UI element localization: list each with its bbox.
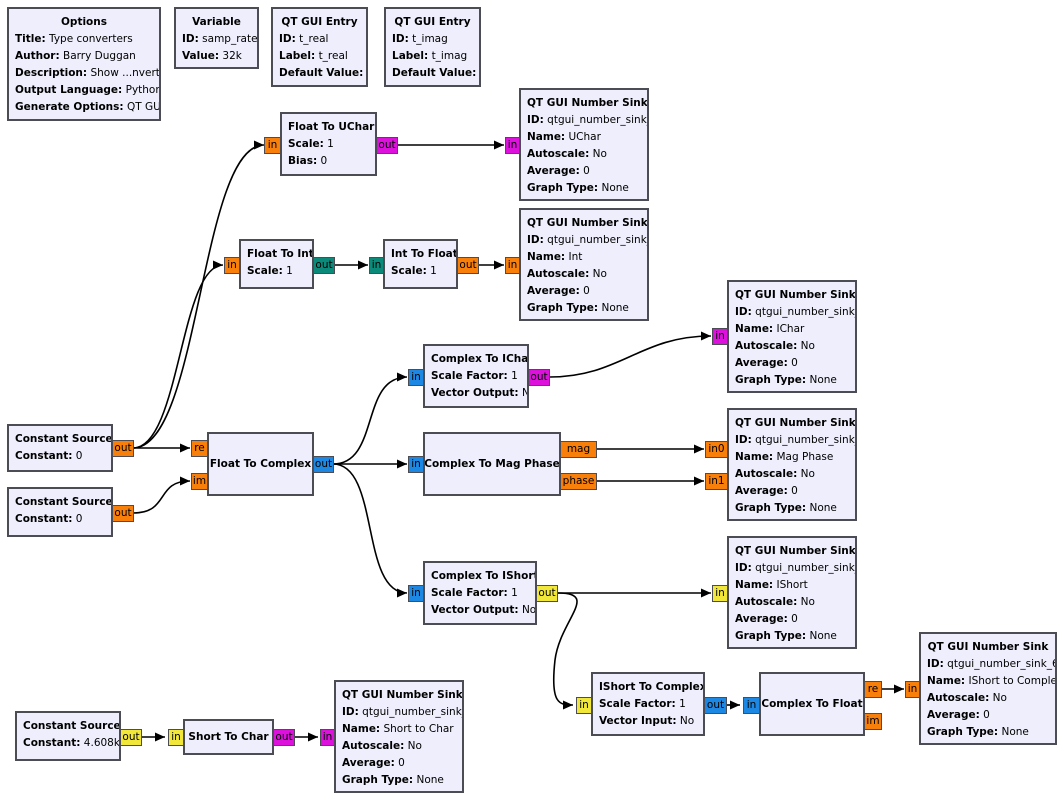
sink-5-in-port[interactable]: in — [320, 729, 335, 746]
block-title: Float To Complex — [209, 457, 312, 470]
block-title: QT GUI Number Sink — [527, 97, 648, 109]
complex-to-ishort-out-port[interactable]: out — [536, 585, 558, 602]
complex-to-ishort-in-port[interactable]: in — [408, 585, 424, 602]
wire-ichar-to-sink0[interactable] — [549, 331, 712, 378]
int-to-float-in-port[interactable]: in — [369, 257, 384, 274]
variable-block[interactable]: Variable ID: samp_rate Value: 32k — [174, 7, 259, 69]
float-to-complex-re-port[interactable]: re — [191, 440, 208, 457]
qt-gui-number-sink-0-block[interactable]: QT GUI Number Sink ID: qtgui_number_sink… — [727, 280, 857, 393]
qt-gui-number-sink-3-block[interactable]: QT GUI Number Sink ID: qtgui_number_sink… — [519, 88, 649, 201]
block-title: Float To UChar — [288, 121, 375, 133]
float-to-int-in-port[interactable]: in — [224, 257, 240, 274]
sink-6-in-port[interactable]: in — [905, 681, 920, 698]
sink-3-in-port[interactable]: in — [505, 137, 520, 154]
block-title: Float To Int — [247, 248, 314, 260]
complex-to-float-im-port[interactable]: im — [864, 713, 882, 730]
complex-to-mag-phase-mag-port[interactable]: mag — [560, 441, 597, 458]
complex-to-float-in-port[interactable]: in — [743, 697, 760, 714]
complex-to-mag-phase-phase-port[interactable]: phase — [560, 473, 597, 490]
float-to-complex-im-port[interactable]: im — [191, 473, 208, 490]
complex-to-ichar-in-port[interactable]: in — [408, 369, 424, 386]
wire-const1-to-float-to-uchar[interactable] — [132, 140, 265, 449]
constant-source-1-out-port[interactable]: out — [112, 440, 134, 457]
wire-const2-to-im[interactable] — [132, 476, 191, 514]
block-title: Complex To IShort — [431, 570, 537, 582]
constant-source-2-out-port[interactable]: out — [112, 505, 134, 522]
qt-gui-number-sink-2-block[interactable]: QT GUI Number Sink ID: qtgui_number_sink… — [727, 408, 857, 521]
qt-gui-number-sink-5-block[interactable]: QT GUI Number Sink ID: qtgui_number_sink… — [334, 680, 464, 793]
wire-const1-to-float-to-int[interactable] — [132, 260, 224, 449]
block-title: QT GUI Number Sink — [735, 417, 856, 429]
short-to-char-block[interactable]: Short To Char — [183, 719, 274, 755]
qt-gui-number-sink-1-block[interactable]: QT GUI Number Sink ID: qtgui_number_sink… — [727, 536, 857, 649]
int-to-float-block[interactable]: Int To Float Scale: 1 — [383, 239, 458, 289]
complex-to-ichar-out-port[interactable]: out — [528, 369, 550, 386]
sink-0-in-port[interactable]: in — [712, 328, 728, 345]
wire-f2c-to-ishort[interactable] — [332, 463, 408, 598]
complex-to-ichar-block[interactable]: Complex To IChar Scale Factor: 1 Vector … — [423, 344, 529, 408]
block-title: Int To Float — [391, 248, 458, 260]
float-to-complex-block[interactable]: Float To Complex — [207, 432, 314, 496]
complex-to-mag-phase-in-port[interactable]: in — [408, 456, 424, 473]
sink-1-in-port[interactable]: in — [712, 585, 728, 602]
float-to-complex-out-port[interactable]: out — [313, 456, 334, 473]
block-title: Complex To Float — [761, 697, 863, 710]
float-to-int-out-port[interactable]: out — [313, 257, 335, 274]
options-block[interactable]: Options Title: Type converters Author: B… — [7, 7, 161, 121]
ishort-to-complex-block[interactable]: IShort To Complex Scale Factor: 1 Vector… — [591, 672, 705, 736]
int-to-float-out-port[interactable]: out — [457, 257, 479, 274]
sink-2-in0-port[interactable]: in0 — [705, 441, 728, 458]
complex-to-mag-phase-block[interactable]: Complex To Mag Phase — [423, 432, 561, 496]
block-title: Variable — [192, 16, 241, 28]
block-title: Options — [61, 16, 107, 28]
block-title: QT GUI Number Sink — [927, 641, 1049, 653]
complex-to-ishort-block[interactable]: Complex To IShort Scale Factor: 1 Vector… — [423, 561, 537, 625]
constant-source-3-block[interactable]: Constant Source Constant: 4.608k — [15, 711, 121, 761]
complex-to-float-block[interactable]: Complex To Float — [759, 672, 865, 736]
sink-4-in-port[interactable]: in — [505, 257, 520, 274]
block-title: QT GUI Number Sink — [735, 289, 856, 301]
constant-source-2-block[interactable]: Constant Source Constant: 0 — [7, 487, 113, 537]
block-title: QT GUI Entry — [394, 16, 471, 28]
block-title: Short To Char — [188, 730, 269, 743]
qt-gui-number-sink-4-block[interactable]: QT GUI Number Sink ID: qtgui_number_sink… — [519, 208, 649, 321]
block-title: Complex To Mag Phase — [424, 457, 560, 470]
float-to-uchar-in-port[interactable]: in — [264, 137, 281, 154]
wire-f2c-to-ichar[interactable] — [332, 372, 408, 465]
qt-gui-entry-imag-block[interactable]: QT GUI Entry ID: t_imag Label: t_imag De… — [384, 7, 481, 87]
qt-gui-number-sink-6-block[interactable]: QT GUI Number Sink ID: qtgui_number_sink… — [919, 632, 1057, 745]
sink-2-in1-port[interactable]: in1 — [705, 473, 728, 490]
ishort-to-complex-in-port[interactable]: in — [576, 697, 592, 714]
short-to-char-out-port[interactable]: out — [273, 729, 295, 746]
block-title: QT GUI Number Sink — [527, 217, 648, 229]
block-title: Constant Source — [23, 720, 121, 732]
float-to-uchar-out-port[interactable]: out — [376, 137, 398, 154]
block-title: Complex To IChar — [431, 353, 529, 365]
block-title: QT GUI Entry — [281, 16, 358, 28]
float-to-int-block[interactable]: Float To Int Scale: 1 — [239, 239, 314, 289]
block-title: Constant Source — [15, 496, 113, 508]
qt-gui-entry-real-block[interactable]: QT GUI Entry ID: t_real Label: t_real De… — [271, 7, 368, 87]
block-title: Constant Source — [15, 433, 113, 445]
constant-source-1-block[interactable]: Constant Source Constant: 0 — [7, 424, 113, 472]
wire-ishort-to-ishort-to-complex[interactable] — [552, 592, 578, 710]
block-title: QT GUI Number Sink — [342, 689, 463, 701]
float-to-uchar-block[interactable]: Float To UChar Scale: 1 Bias: 0 — [280, 112, 377, 176]
complex-to-float-re-port[interactable]: re — [864, 681, 882, 698]
short-to-char-in-port[interactable]: in — [168, 729, 184, 746]
block-title: QT GUI Number Sink — [735, 545, 856, 557]
ishort-to-complex-out-port[interactable]: out — [704, 697, 727, 714]
constant-source-3-out-port[interactable]: out — [120, 729, 142, 746]
block-title: IShort To Complex — [599, 681, 705, 693]
